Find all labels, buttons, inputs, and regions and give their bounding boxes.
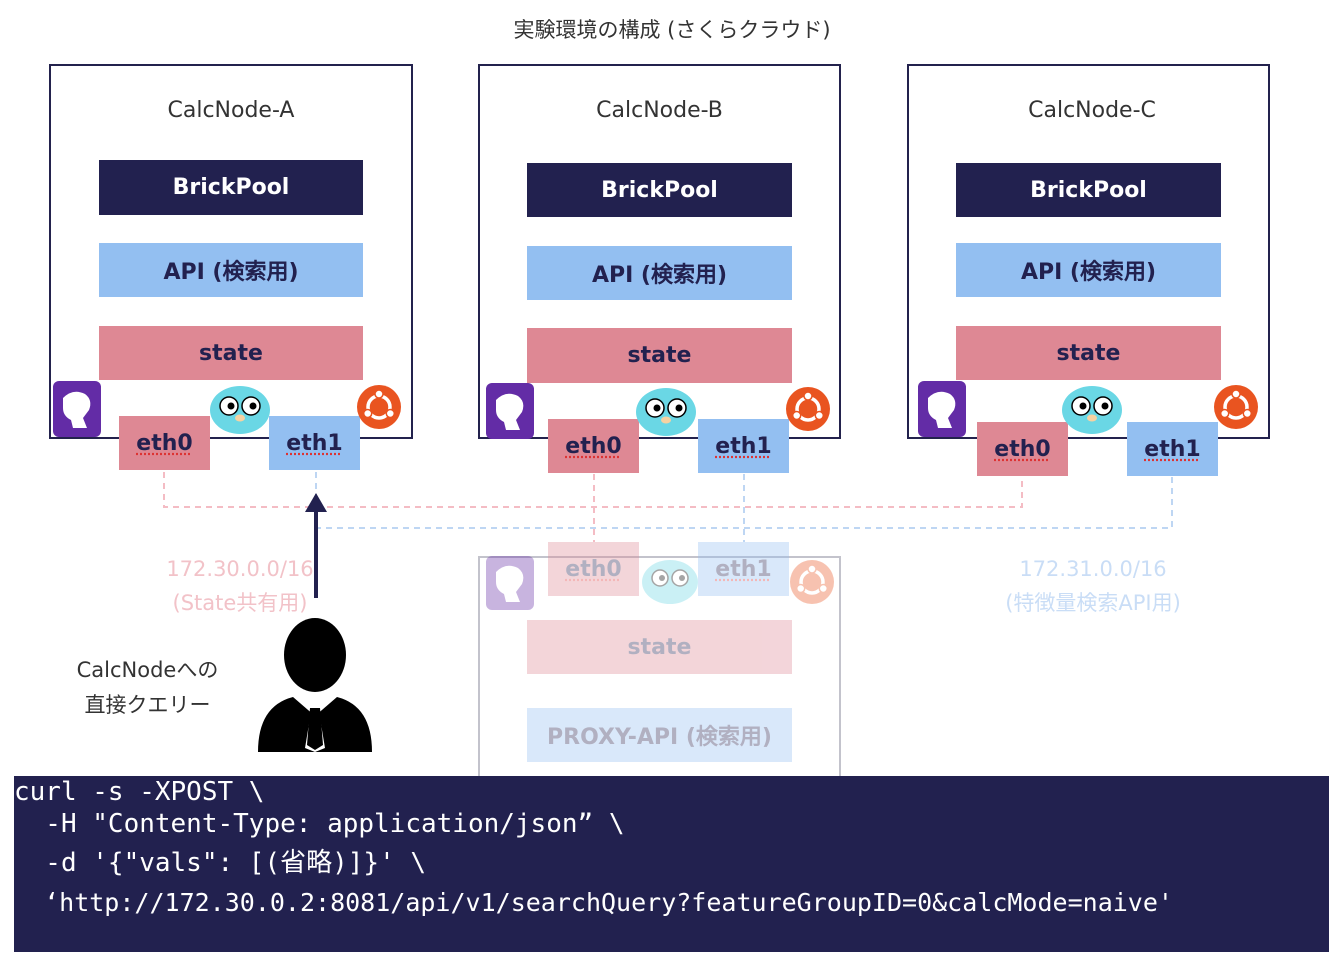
calcnode-a-brickpool: BrickPool [99, 160, 363, 215]
calcnode-c-brickpool: BrickPool [956, 163, 1221, 217]
curl-line-4: ‘http://172.30.0.2:8081/api/v1/searchQue… [14, 888, 1173, 917]
calcnode-a-eth1: eth1 [269, 416, 360, 470]
calcnode-a-api: API (検索用) [99, 243, 363, 297]
calcnode-b-eth0: eth0 [548, 419, 639, 473]
curl-line-3: -d '{"vals": [(省略)]}' \ [14, 848, 427, 878]
user-icon [258, 618, 372, 752]
calcnode-a-label: CalcNode-A [167, 98, 295, 123]
calcnode-c-api: API (検索用) [956, 243, 1221, 297]
query-arrow [305, 493, 327, 598]
state-network-label: 172.30.0.0/16 (State共有用) [120, 552, 360, 620]
calcnode-a-eth0-label: eth0 [136, 430, 193, 456]
calcnode-c-state: state [956, 326, 1221, 380]
curl-line-1: curl -s -XPOST \ [14, 777, 265, 807]
state-network-cidr: 172.30.0.0/16 [166, 557, 314, 581]
proxy-api: PROXY-API (検索用) [527, 708, 792, 762]
calcnode-b-eth0-label: eth0 [565, 433, 622, 459]
user-query-label-line1: CalcNodeへの [76, 658, 219, 682]
proxy-eth1-label: eth1 [715, 556, 772, 582]
proxy-eth1: eth1 [698, 542, 789, 596]
proxy-node [478, 556, 841, 786]
calcnode-b-eth1-label: eth1 [715, 433, 772, 459]
proxy-eth0: eth0 [548, 542, 639, 596]
calcnode-c-eth0: eth0 [977, 422, 1068, 476]
ubuntu-icon [357, 385, 1258, 604]
proxy-state: state [527, 620, 792, 674]
state-network-lines [163, 472, 1023, 542]
calcnode-a-eth1-label: eth1 [286, 430, 343, 456]
calcnode-b-state: state [527, 328, 792, 383]
calcnode-b-api: API (検索用) [527, 246, 792, 300]
state-network-purpose: (State共有用) [172, 591, 308, 615]
curl-line-2: -H "Content-Type: application/json” \ [14, 809, 625, 839]
calcnode-a-state: state [99, 326, 363, 380]
search-network-label: 172.31.0.0/16 (特徴量検索API用) [970, 552, 1216, 620]
calcnode-c-label: CalcNode-C [1028, 98, 1156, 123]
search-network-cidr: 172.31.0.0/16 [1019, 557, 1167, 581]
diagram-title: 実験環境の構成 (さくらクラウド) [513, 18, 831, 42]
search-network-purpose: (特徴量検索API用) [1005, 591, 1181, 615]
calcnode-c-eth0-label: eth0 [994, 436, 1051, 462]
search-network-lines [315, 472, 1173, 542]
gopher-icon [210, 386, 1122, 604]
user-query-label: CalcNodeへの 直接クエリー [50, 653, 245, 723]
calcnode-c-eth1-label: eth1 [1144, 436, 1201, 462]
user-query-label-line2: 直接クエリー [84, 693, 211, 717]
curl-command-block: curl -s -XPOST \ -H "Content-Type: appli… [14, 776, 1329, 952]
calcnode-a-eth0: eth0 [119, 416, 210, 470]
calcnode-b-brickpool: BrickPool [527, 163, 792, 217]
calcnode-b-label: CalcNode-B [596, 98, 723, 123]
proxy-eth0-label: eth0 [565, 556, 622, 582]
calcnode-b-eth1: eth1 [698, 419, 789, 473]
datadog-icon [53, 381, 966, 610]
calcnode-c-eth1: eth1 [1127, 422, 1218, 476]
